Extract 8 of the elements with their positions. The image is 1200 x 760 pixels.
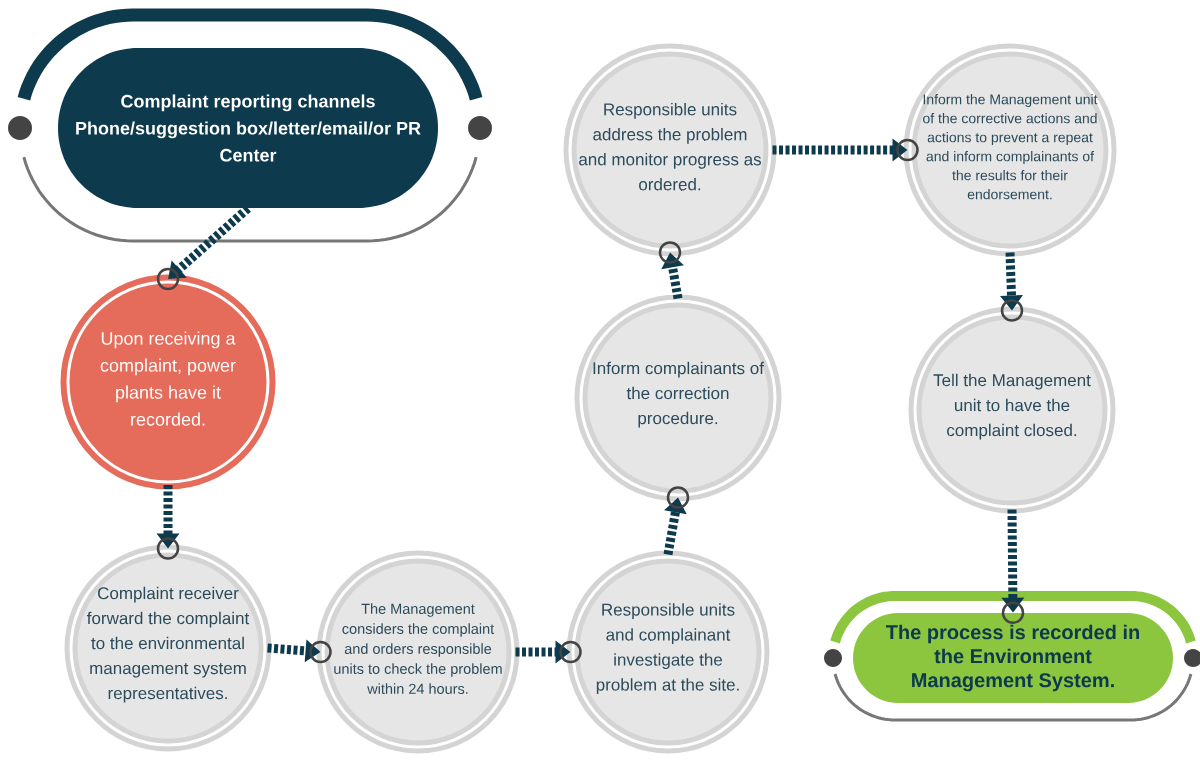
arrow [515, 640, 582, 664]
process-pill: Complaint reporting channels Phone/suggestion box/letter/email/or PR Center [58, 48, 438, 208]
arrow [156, 485, 180, 560]
arrow [267, 639, 332, 664]
process-pill: The process is recorded in the Environment Management System. [853, 613, 1173, 703]
arrow [663, 486, 690, 556]
arrow [772, 138, 919, 162]
arrow [1001, 509, 1025, 624]
